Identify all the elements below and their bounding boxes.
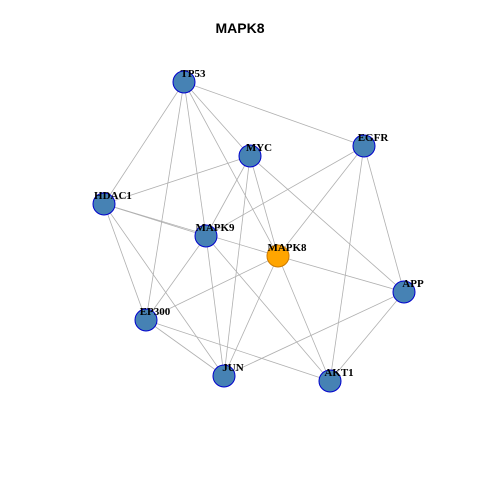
node-label-egfr: EGFR (358, 132, 390, 144)
node-circle-egfr (352, 134, 376, 158)
node-label-mapk8: MAPK8 (267, 242, 307, 254)
edge-hdac1-jun (103, 203, 225, 377)
edge-egfr-app (363, 145, 405, 293)
node-circle-ep300 (134, 308, 158, 332)
node-circle-mapk9 (194, 224, 218, 248)
edge-mapk8-jun (223, 255, 279, 377)
node-label-mapk9: MAPK9 (195, 222, 235, 234)
node-circle-myc (238, 144, 262, 168)
edge-tp53-myc (183, 81, 251, 157)
edge-tp53-mapk9 (183, 81, 207, 237)
edge-tp53-egfr (183, 81, 365, 147)
node-mapk9: MAPK9 (194, 222, 235, 248)
node-akt1: AKT1 (318, 367, 354, 393)
edge-tp53-ep300 (145, 81, 185, 321)
node-circle-akt1 (318, 369, 342, 393)
edge-myc-mapk8 (249, 155, 279, 257)
edge-myc-jun (223, 155, 251, 377)
edge-app-jun (223, 291, 405, 377)
node-hdac1: HDAC1 (92, 190, 132, 216)
node-app: APP (392, 278, 424, 304)
edge-mapk8-app (277, 255, 405, 293)
edge-mapk9-akt1 (205, 235, 331, 382)
edge-myc-hdac1 (103, 155, 251, 205)
edge-mapk8-akt1 (277, 255, 331, 382)
node-label-ep300: EP300 (140, 306, 171, 318)
edge-mapk8-ep300 (145, 255, 279, 321)
edge-mapk9-ep300 (145, 235, 207, 321)
node-label-jun: JUN (222, 362, 243, 374)
node-jun: JUN (212, 362, 244, 388)
edge-layer (103, 81, 405, 382)
node-circle-mapk8 (266, 244, 290, 268)
edge-ep300-akt1 (145, 319, 331, 382)
node-mapk8: MAPK8 (266, 242, 307, 268)
node-myc: MYC (238, 142, 272, 168)
edge-tp53-mapk8 (183, 81, 279, 257)
edge-tp53-hdac1 (103, 81, 185, 205)
node-tp53: TP53 (172, 68, 206, 94)
node-label-myc: MYC (246, 142, 272, 154)
node-label-hdac1: HDAC1 (94, 190, 132, 202)
edge-mapk9-jun (205, 235, 225, 377)
edge-app-akt1 (329, 291, 405, 382)
node-label-akt1: AKT1 (324, 367, 353, 379)
edge-hdac1-mapk9 (103, 203, 207, 237)
node-circle-tp53 (172, 70, 196, 94)
node-circle-jun (212, 364, 236, 388)
node-label-tp53: TP53 (180, 68, 206, 80)
edge-egfr-mapk9 (205, 145, 365, 237)
node-label-app: APP (402, 278, 424, 290)
node-egfr: EGFR (352, 132, 390, 158)
edge-hdac1-mapk8 (103, 203, 279, 257)
node-circle-hdac1 (92, 192, 116, 216)
edge-hdac1-ep300 (103, 203, 147, 321)
edge-ep300-jun (145, 319, 225, 377)
edge-egfr-mapk8 (277, 145, 365, 257)
edge-myc-mapk9 (205, 155, 251, 237)
edge-myc-app (249, 155, 405, 293)
edge-egfr-akt1 (329, 145, 365, 382)
node-circle-app (392, 280, 416, 304)
node-ep300: EP300 (134, 306, 171, 332)
figure-title: MAPK8 (215, 20, 265, 36)
